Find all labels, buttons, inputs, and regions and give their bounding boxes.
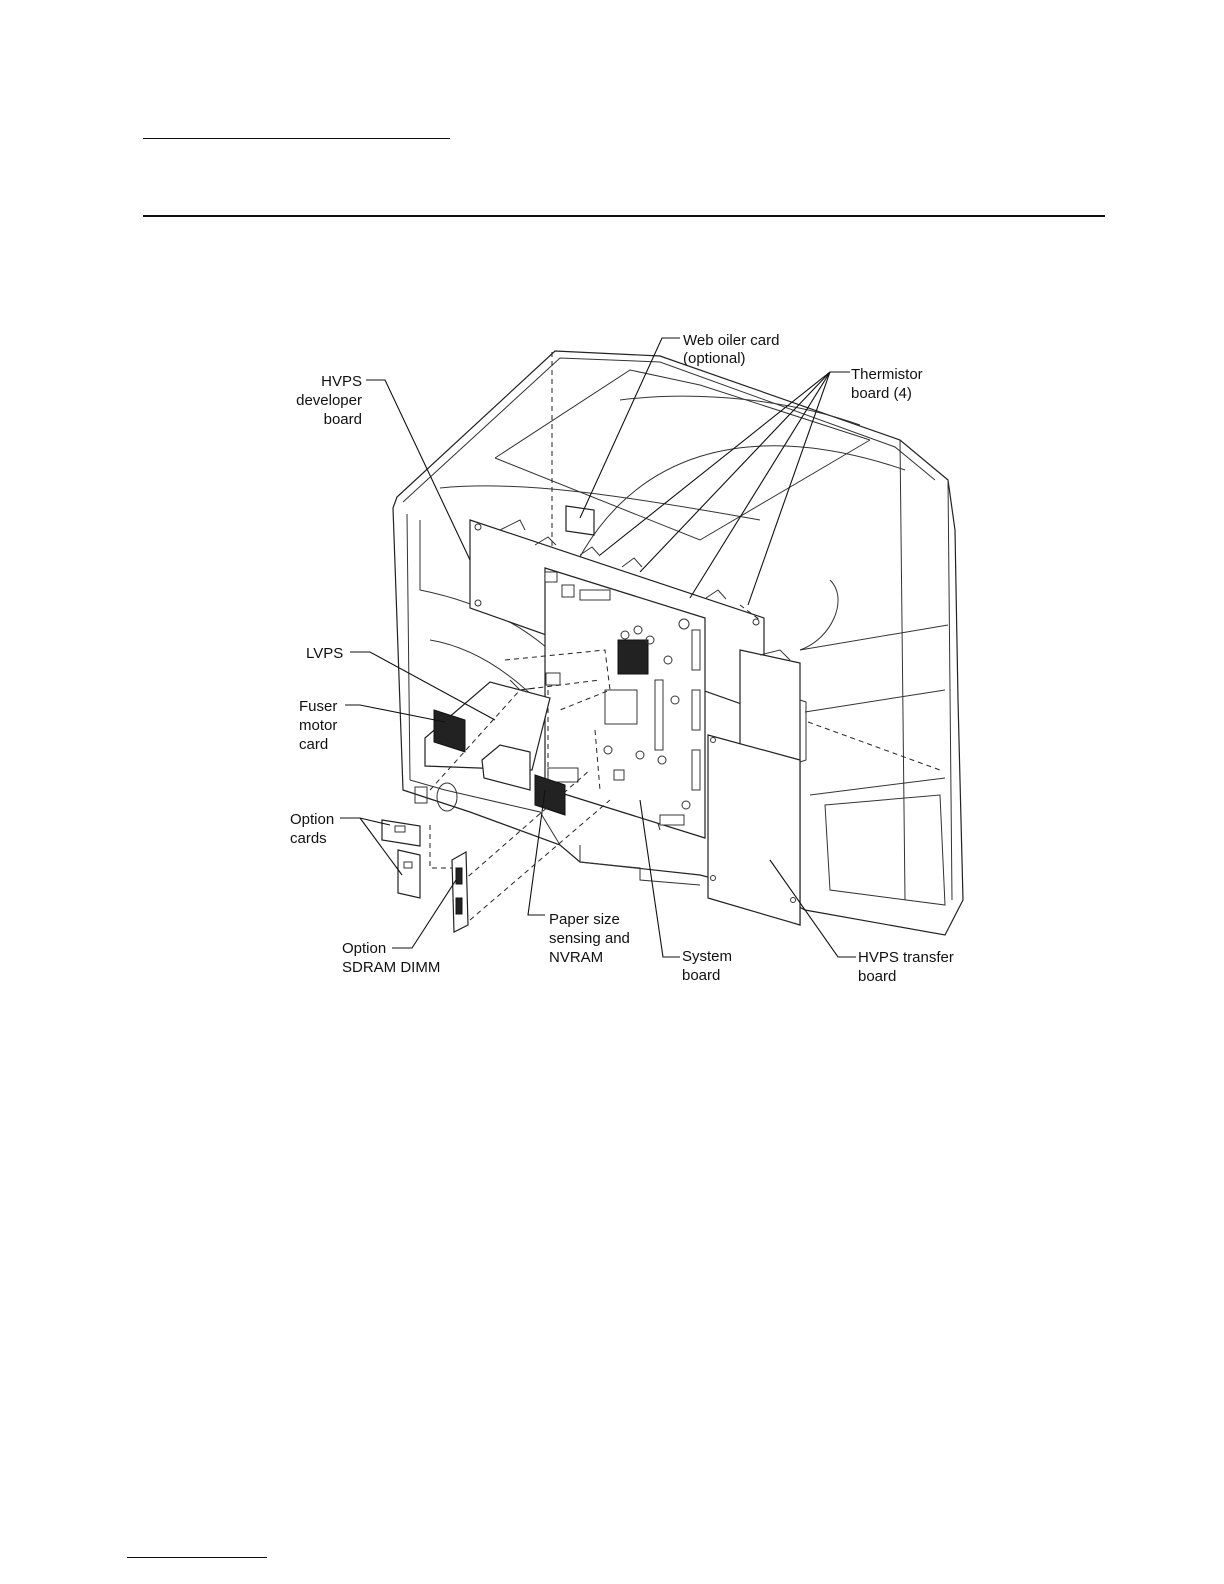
label-fuser-3: card [299, 736, 328, 753]
label-hvps-developer-2: developer [296, 392, 362, 409]
label-fuser-1: Fuser [299, 698, 337, 715]
label-web-oiler-optional: (optional) [683, 350, 746, 367]
label-system-board-2: board [682, 967, 720, 984]
label-hvps-developer-1: HVPS [321, 373, 362, 390]
label-web-oiler-card: Web oiler card [683, 332, 779, 349]
web-oiler-card [566, 506, 594, 535]
label-fuser-2: motor [299, 717, 337, 734]
label-sdram-1: Option [342, 940, 386, 957]
label-hvps-transfer-2: board [858, 968, 896, 985]
label-sdram-2: SDRAM DIMM [342, 959, 440, 976]
label-lvps: LVPS [306, 645, 343, 662]
label-thermistor: Thermistor [851, 366, 923, 383]
sdram-dimm [452, 852, 468, 932]
label-paper-size-3: NVRAM [549, 949, 603, 966]
label-option-cards-1: Option [290, 811, 334, 828]
label-paper-size-1: Paper size [549, 911, 620, 928]
label-system-board-1: System [682, 948, 732, 965]
option-cards [382, 820, 420, 898]
label-hvps-developer-3: board [324, 411, 362, 428]
label-thermistor-count: board (4) [851, 385, 912, 402]
label-paper-size-2: sensing and [549, 930, 630, 947]
label-option-cards-2: cards [290, 830, 327, 847]
label-hvps-transfer-1: HVPS transfer [858, 949, 954, 966]
